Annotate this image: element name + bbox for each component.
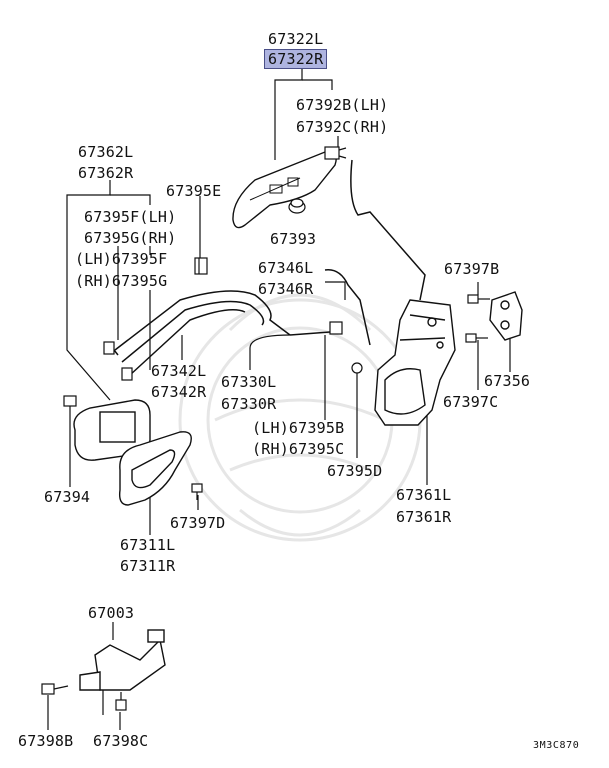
latch-assembly — [374, 299, 456, 426]
bolt-67398C — [115, 692, 127, 711]
label-67311L: 67311L — [120, 536, 176, 554]
label-67395F: 67395F(LH) — [84, 208, 177, 226]
watermark-emblem — [178, 293, 422, 542]
label-67395B: (LH)67395B — [252, 419, 345, 437]
leader-67362 — [66, 180, 111, 401]
grommet-67395D — [351, 362, 363, 374]
label-67322R-highlighted: 67322R — [264, 49, 328, 69]
label-67330L: 67330L — [221, 373, 277, 391]
label-67342L: 67342L — [151, 362, 207, 380]
label-67395F-lh: (LH)67395F — [75, 250, 168, 268]
label-67395C: (RH)67395C — [252, 440, 345, 458]
leader-67362-b — [110, 194, 151, 205]
label-67362R: 67362R — [78, 164, 134, 182]
clip-67395E — [194, 257, 208, 275]
clip-67392 — [324, 146, 347, 160]
inside-handle-67311 — [118, 431, 192, 506]
label-67356: 67356 — [484, 372, 531, 390]
label-67322L: 67322L — [268, 30, 324, 48]
bolt-67397C — [465, 333, 488, 343]
label-67395G-rh: (RH)67395G — [75, 272, 168, 290]
label-67395D: 67395D — [327, 462, 383, 480]
inside-handle-bezel — [73, 399, 151, 461]
clip-67394 — [63, 395, 77, 407]
label-67397B: 67397B — [444, 260, 500, 278]
label-67392C: 67392C(RH) — [296, 118, 389, 136]
door-checker-67003 — [79, 629, 166, 691]
label-67311R: 67311R — [120, 557, 176, 575]
label-67392B: 67392B(LH) — [296, 96, 389, 114]
label-67393: 67393 — [270, 230, 317, 248]
label-67346L: 67346L — [258, 259, 314, 277]
leader-67346 — [325, 281, 346, 300]
label-67342R: 67342R — [151, 383, 207, 401]
label-67346R: 67346R — [258, 280, 314, 298]
screw-67397D — [191, 483, 203, 500]
clip-67395BC — [329, 321, 343, 335]
label-67398B: 67398B — [18, 732, 74, 750]
label-67003: 67003 — [88, 604, 135, 622]
label-67395E: 67395E — [166, 182, 222, 200]
leader-67395F — [117, 246, 151, 340]
leader-67322-b — [302, 79, 333, 90]
label-67361R: 67361R — [396, 508, 452, 526]
clips-67395FG — [103, 341, 133, 381]
label-67361L: 67361L — [396, 486, 452, 504]
leader-67322 — [274, 65, 303, 160]
bolt-67398B — [41, 683, 69, 695]
label-67330R: 67330R — [221, 395, 277, 413]
outside-handle — [232, 151, 337, 229]
label-67397C: 67397C — [443, 393, 499, 411]
grommet-67393 — [288, 198, 306, 214]
label-67362L: 67362L — [78, 143, 134, 161]
label-67395G: 67395G(RH) — [84, 229, 177, 247]
label-67394: 67394 — [44, 488, 91, 506]
striker-67356 — [489, 291, 523, 341]
bolt-67397B — [467, 294, 490, 304]
leader-67330 — [249, 334, 291, 370]
label-67398C: 67398C — [93, 732, 149, 750]
diagram-code: 3M3C870 — [533, 740, 580, 751]
label-67397D: 67397D — [170, 514, 226, 532]
